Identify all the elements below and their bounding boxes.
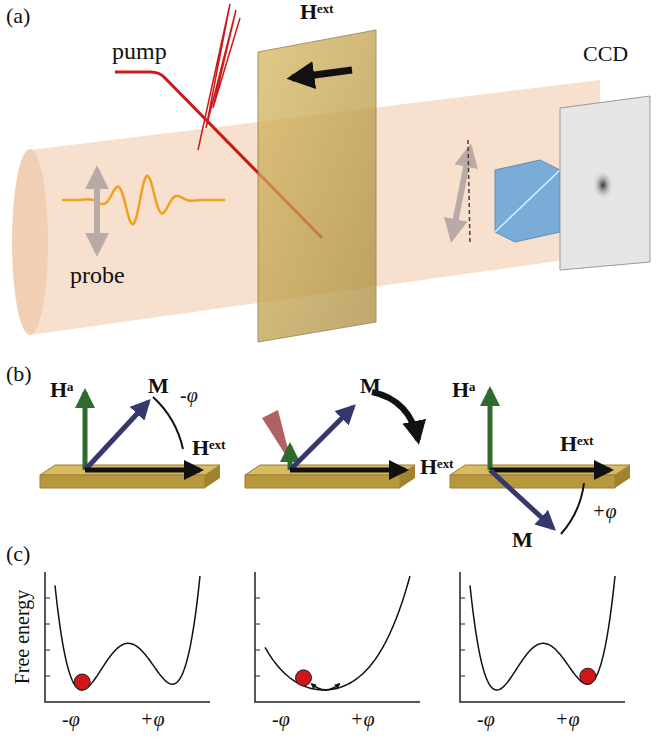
panel-label: (a): [6, 4, 30, 28]
field-label: Hᵉˣᵗ: [420, 455, 454, 479]
energy-plot: [45, 572, 210, 702]
state-ball: [580, 668, 596, 684]
axis-tick: [45, 624, 50, 625]
energy-curve: [470, 576, 615, 690]
axis-tick-label: -φ: [62, 708, 80, 730]
axis-tick: [460, 650, 465, 651]
axis-tick: [460, 598, 465, 599]
magnetization-label: M: [360, 374, 381, 398]
illustration-part: [452, 148, 470, 238]
illustration-part: [593, 171, 613, 199]
state-ball: [74, 674, 90, 690]
sample-slabs: [40, 465, 630, 488]
probe-pulse: [62, 176, 225, 224]
energy-plot: [255, 572, 420, 702]
plot-axes: [460, 572, 625, 702]
angle-label: -φ: [180, 384, 198, 406]
illustration-part: [12, 149, 48, 335]
axis-tick-label: -φ: [477, 708, 495, 730]
beam-label: pump: [112, 38, 167, 64]
sample-plate: [258, 30, 376, 342]
panel-label: (b): [6, 362, 32, 386]
illustration-part: [85, 402, 148, 470]
slab-front: [450, 475, 615, 488]
illustration-part: [561, 483, 584, 534]
panel-label: (c): [6, 542, 30, 566]
field-label: Hᵃ: [452, 378, 476, 402]
axis-tick: [255, 624, 260, 625]
energy-curve: [55, 576, 200, 690]
state-ball: [296, 670, 312, 686]
probe-polarization: [94, 170, 100, 252]
illustration-part: [468, 140, 470, 245]
energy-plot: [460, 572, 625, 702]
probe-waveform: [62, 176, 225, 224]
slab-front: [245, 475, 400, 488]
illustration-part: [490, 468, 610, 473]
illustration-part: [83, 392, 88, 470]
slab-front: [40, 475, 205, 488]
illustration-part: [258, 30, 376, 342]
axis-title: Free energy: [11, 590, 33, 685]
slab-side: [615, 465, 630, 488]
axis-tick: [255, 598, 260, 599]
axis-tick-label: +φ: [555, 708, 580, 730]
detector-label: CCD: [583, 42, 628, 66]
field-label: Hᵉˣᵗ: [560, 432, 594, 456]
oscillation-arrow: [312, 684, 340, 690]
illustration-part: [290, 407, 353, 470]
axis-tick-label: -φ: [272, 708, 290, 730]
illustration-part: [488, 390, 493, 470]
energy-curve: [265, 576, 410, 690]
free-energy-plots: [45, 572, 625, 702]
axis-tick: [255, 650, 260, 651]
field-arrow: [292, 70, 352, 78]
illustration-part: [495, 160, 560, 242]
axis-tick: [460, 624, 465, 625]
beam-label: probe: [70, 262, 125, 288]
illustration-part: [85, 468, 200, 473]
illustration-part: [198, 4, 240, 150]
ccd-camera: [560, 96, 650, 270]
plot-axes: [255, 572, 420, 702]
magnetization-label: M: [512, 528, 533, 552]
analyzer: [452, 140, 470, 245]
axis-tick: [45, 676, 50, 677]
slab-top: [245, 465, 415, 475]
magnetization-label: M: [148, 374, 169, 398]
axis-tick: [45, 650, 50, 651]
field-label: Hᵉˣᵗ: [192, 436, 226, 460]
axis-tick: [460, 676, 465, 677]
illustration-part: [560, 96, 650, 270]
angle-label: +φ: [592, 500, 617, 522]
illustration-part: [372, 392, 418, 440]
illustration-part: [495, 170, 560, 232]
axis-tick: [255, 676, 260, 677]
illustration-part: [290, 468, 405, 473]
wollaston-prism: [495, 160, 560, 242]
field-label: Hᵃ: [50, 378, 74, 402]
axis-tick: [45, 598, 50, 599]
slab-top: [450, 465, 630, 475]
axis-tick-label: +φ: [350, 708, 375, 730]
slab-top: [40, 465, 220, 475]
illustration-part: [153, 397, 183, 449]
slab-side: [205, 465, 220, 488]
plot-axes: [45, 572, 210, 702]
field-label: Hᵉˣᵗ: [300, 0, 334, 24]
illustration-part: [490, 470, 553, 528]
axis-tick-label: +φ: [140, 708, 165, 730]
panel-b-arrows: [85, 390, 610, 534]
